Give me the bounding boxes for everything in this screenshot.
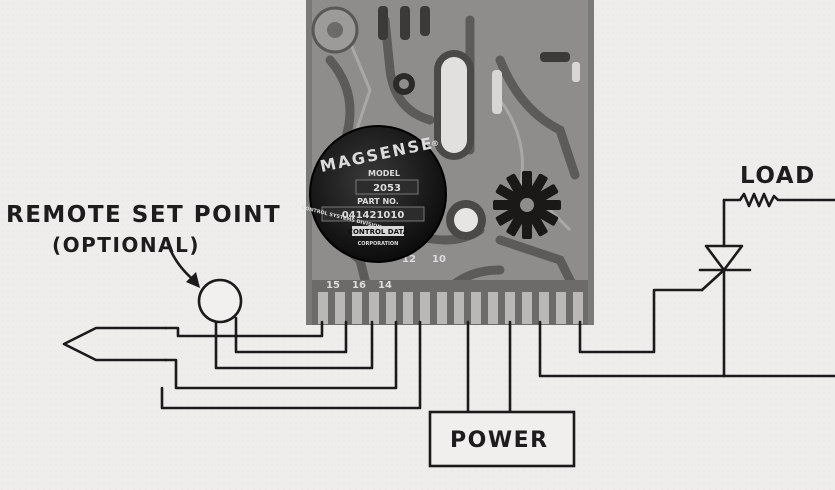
remote-set-point-potentiometer [199, 280, 241, 322]
terminal-number: 14 [378, 280, 392, 291]
terminal-number: 15 [326, 280, 340, 291]
maker-sub: CORPORATION [358, 241, 399, 247]
optional-label: (OPTIONAL) [52, 233, 200, 257]
part-number-label: PART NO. [357, 197, 399, 206]
terminal-number: 16 [352, 280, 366, 291]
model-label: MODEL [368, 169, 400, 178]
remote-set-point-label: REMOTE SET POINT [6, 202, 281, 228]
load-label: LOAD [740, 163, 816, 189]
registered-mark: ® [431, 139, 439, 148]
circuit-board-module: 15 16 14 12 10 MAGSENSE ® MODEL 2053 PAR… [301, 0, 594, 325]
model-number: 2053 [373, 183, 401, 194]
power-label: POWER [450, 428, 549, 453]
terminal-number: 10 [432, 254, 446, 265]
